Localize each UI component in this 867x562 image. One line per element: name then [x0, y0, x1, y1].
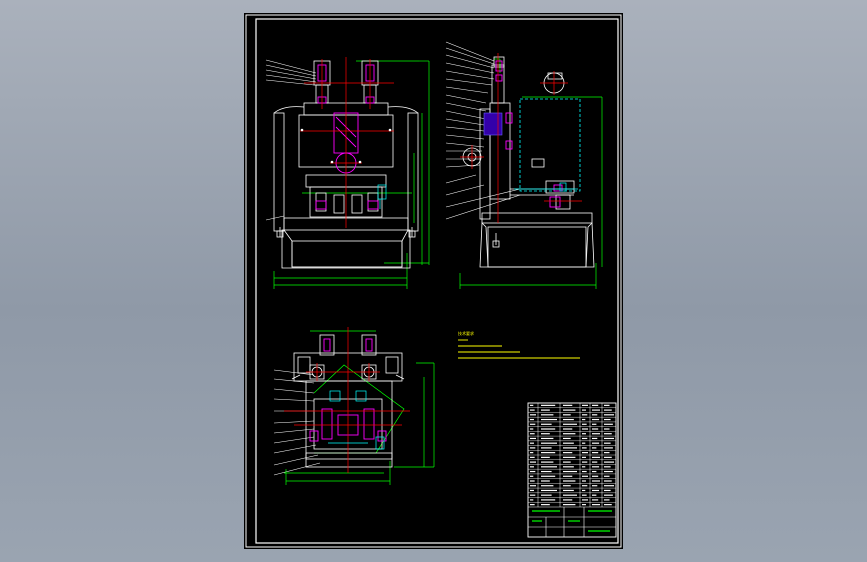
side-view-highlight [483, 112, 503, 136]
outer-border [245, 14, 622, 548]
side-view-sections [495, 60, 563, 208]
side-view-leaders [445, 41, 521, 220]
inner-frame [255, 18, 619, 544]
side-view [445, 41, 603, 289]
top-view [273, 327, 435, 485]
notes-lines [458, 339, 580, 359]
front-view-marks [300, 128, 392, 164]
drawing-sheet: 技术要求 [244, 13, 623, 549]
notes-heading: 技术要求 [458, 330, 474, 336]
title-block [527, 402, 617, 538]
top-view-dimensions [284, 330, 435, 485]
top-view-sections [309, 338, 387, 442]
side-view-dimensions [459, 58, 603, 289]
top-view-centerlines [284, 327, 410, 473]
title-area [528, 506, 616, 537]
technical-notes: 技术要求 [458, 330, 580, 359]
top-view-hidden [328, 390, 385, 450]
front-view-centerlines [300, 57, 394, 228]
drawing-canvas: 技术要求 [245, 14, 622, 548]
front-view [265, 57, 430, 289]
side-view-centerlines [460, 53, 582, 223]
side-view-hidden-box [519, 98, 581, 192]
front-view-dimensions [273, 60, 430, 289]
parts-list-frame [527, 402, 617, 538]
front-view-hidden [377, 184, 387, 209]
parts-list-grid [528, 407, 616, 503]
side-view-body [462, 56, 595, 268]
front-view-leaders [265, 59, 317, 221]
title-area-marks [532, 510, 612, 532]
parts-list-entries [530, 404, 614, 506]
parts-list-columns [537, 403, 603, 507]
side-view-hidden [514, 182, 578, 192]
